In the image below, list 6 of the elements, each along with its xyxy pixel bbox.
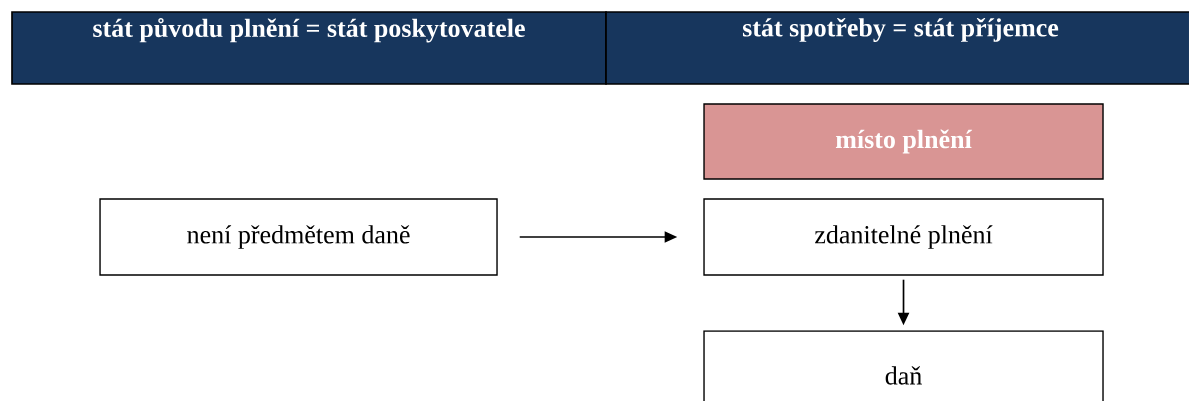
header-cell: stát původu plnění = stát poskytovatele <box>11 11 607 85</box>
process-box: zdanitelné plnění <box>703 198 1104 276</box>
header-cell: stát spotřeby = stát příjemce <box>605 11 1189 85</box>
process-box: daň <box>703 330 1104 401</box>
highlight-box: místo plnění <box>703 103 1104 180</box>
process-box: není předmětem daně <box>99 198 498 276</box>
